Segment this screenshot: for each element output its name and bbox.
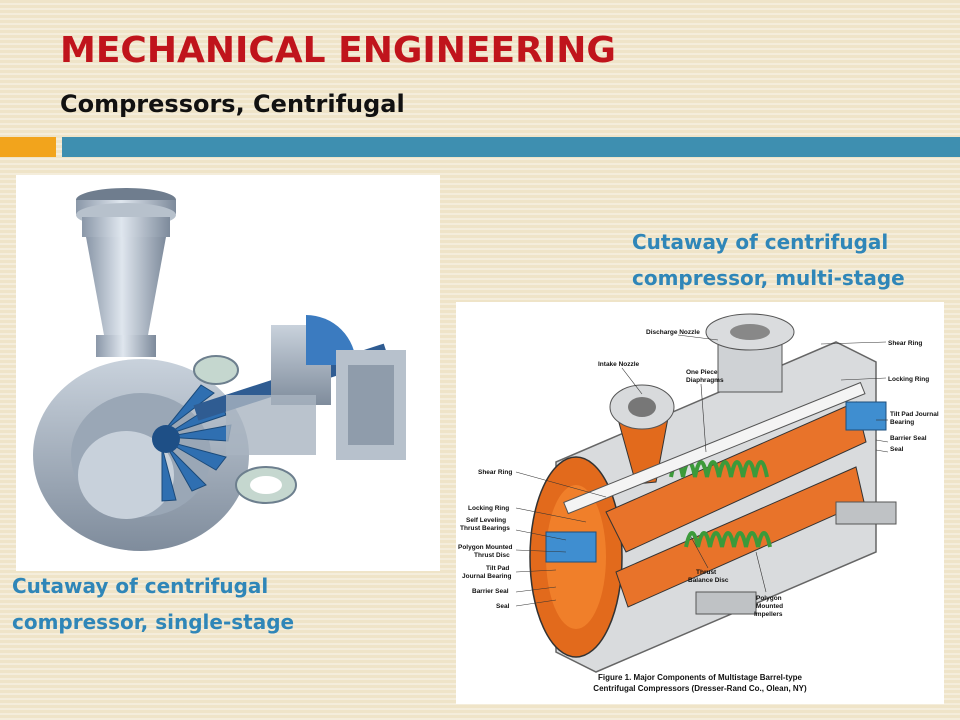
- figure-caption-line1: Figure 1. Major Components of Multistage…: [598, 673, 803, 682]
- caption-single-stage-line2: compressor, single-stage: [12, 610, 295, 634]
- label-tilt-pad-left-1: Tilt Pad: [486, 565, 509, 572]
- slide-title: MECHANICAL ENGINEERING: [60, 30, 616, 71]
- label-barrier-seal-right: Barrier Seal: [890, 435, 927, 442]
- caption-single-stage: Cutaway of centrifugal compressor, singl…: [12, 568, 452, 640]
- single-stage-compressor-image: [16, 175, 440, 571]
- label-discharge-nozzle: Discharge Nozzle: [646, 329, 700, 336]
- label-one-piece-diaphragms-1: One Piece: [686, 369, 718, 376]
- label-self-leveling-2: Thrust Bearings: [460, 525, 510, 532]
- label-tilt-pad-journal-2: Bearing: [890, 419, 914, 426]
- multi-stage-compressor-drawing: Discharge Nozzle Intake Nozzle One Piece…: [458, 313, 939, 693]
- label-barrier-seal-left: Barrier Seal: [472, 588, 509, 595]
- caption-multi-stage-line1: Cutaway of centrifugal: [632, 230, 889, 254]
- label-tilt-pad-journal-1: Tilt Pad Journal: [890, 411, 939, 418]
- figure-caption-line2: Centrifugal Compressors (Dresser-Rand Co…: [593, 684, 807, 693]
- label-one-piece-diaphragms-2: Diaphragms: [686, 377, 724, 384]
- label-polygon-thrust-2: Thrust Disc: [474, 552, 510, 559]
- single-stage-compressor-drawing: [33, 188, 406, 551]
- label-locking-ring-left: Locking Ring: [468, 505, 509, 512]
- label-polygon-thrust-1: Polygon Mounted: [458, 544, 513, 551]
- caption-multi-stage: Cutaway of centrifugal compressor, multi…: [632, 224, 952, 296]
- label-self-leveling-1: Self Leveling: [466, 517, 506, 524]
- multi-stage-compressor-image: Discharge Nozzle Intake Nozzle One Piece…: [456, 302, 944, 704]
- label-intake-nozzle: Intake Nozzle: [598, 361, 640, 368]
- caption-single-stage-line1: Cutaway of centrifugal: [12, 574, 269, 598]
- slide-subtitle: Compressors, Centrifugal: [60, 90, 405, 118]
- label-thrust-balance-2: Balance Disc: [688, 577, 729, 584]
- label-seal-left: Seal: [496, 603, 510, 610]
- label-thrust-balance-1: Thrust: [696, 569, 717, 576]
- label-shear-ring-left: Shear Ring: [478, 469, 512, 476]
- label-polygon-impellers-1: Polygon: [756, 595, 782, 602]
- accent-bar-orange: [0, 137, 56, 157]
- label-locking-ring-top: Locking Ring: [888, 376, 929, 383]
- caption-multi-stage-line2: compressor, multi-stage: [632, 266, 905, 290]
- label-tilt-pad-left-2: Journal Bearing: [462, 573, 512, 580]
- label-shear-ring-top: Shear Ring: [888, 340, 922, 347]
- label-seal-right: Seal: [890, 446, 904, 453]
- label-polygon-impellers-3: Impellers: [754, 611, 783, 618]
- accent-bar-blue: [62, 137, 960, 157]
- label-polygon-impellers-2: Mounted: [756, 603, 783, 610]
